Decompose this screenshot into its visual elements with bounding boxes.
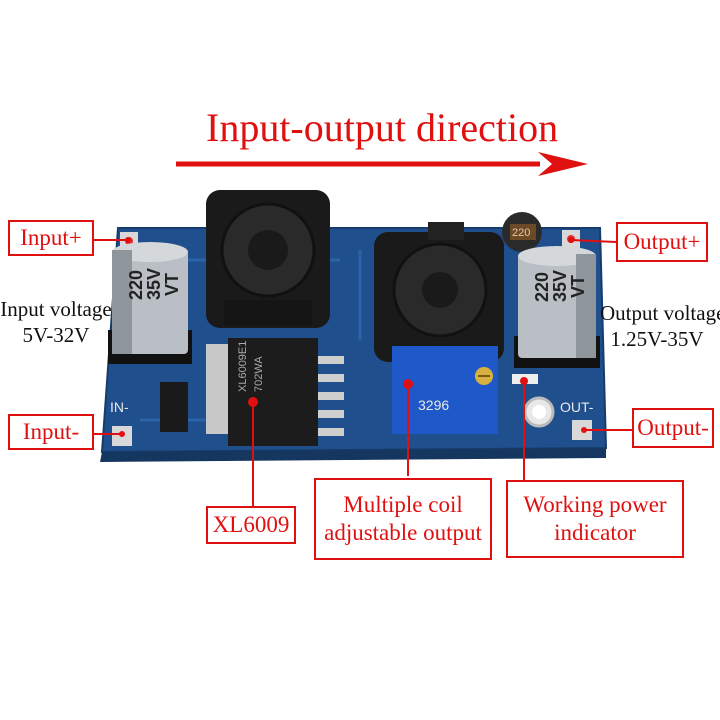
callout-indicator-line2: indicator [554, 520, 636, 545]
diagram-title: Input-output direction [206, 105, 559, 150]
trimpot [392, 346, 498, 434]
callout-xl6009: XL6009 [206, 506, 296, 544]
leader-lines [92, 239, 632, 506]
smd-diode-left [160, 382, 188, 432]
input-voltage-note: Input voltage 5V-32V [0, 296, 112, 348]
output-voltage-note: Output voltage 1.25V-35V [600, 300, 720, 352]
cap-left-value: 220 [126, 270, 146, 300]
small-inductor-text: 220 [512, 227, 530, 239]
callout-output-plus: Output+ [616, 222, 708, 262]
direction-arrow [176, 152, 588, 176]
input-voltage-label: Input voltage [0, 297, 112, 321]
cap-right-series: VT [568, 275, 588, 298]
cap-left-series: VT [162, 273, 182, 296]
silk-in-minus: IN- [110, 399, 129, 415]
silk-out-minus: OUT- [560, 399, 594, 415]
callout-coil-line2: adjustable output [324, 520, 482, 545]
output-voltage-label: Output voltage [600, 301, 720, 325]
capacitor-right [514, 246, 600, 368]
small-diode-top [428, 222, 464, 240]
callout-input-minus: Input- [8, 414, 94, 450]
inductor-right [374, 232, 504, 362]
capacitor-left [108, 242, 192, 364]
callout-indicator-line1: Working power [523, 492, 667, 517]
xl6009-chip [206, 338, 344, 446]
callout-working-indicator: Working power indicator [506, 480, 684, 558]
chip-text-2: 702WA [253, 356, 265, 392]
callout-multiple-coil: Multiple coil adjustable output [314, 478, 492, 560]
trimpot-text: 3296 [418, 397, 449, 413]
callout-input-plus: Input+ [8, 220, 94, 256]
callout-coil-line1: Multiple coil [343, 492, 463, 517]
cap-right-voltage: 35V [550, 270, 570, 302]
cap-left-voltage: 35V [144, 268, 164, 300]
cap-right-value: 220 [532, 272, 552, 302]
inductor-left [206, 190, 330, 328]
callout-output-minus: Output- [632, 408, 714, 448]
small-inductor [502, 212, 542, 252]
input-voltage-range: 5V-32V [22, 323, 90, 347]
output-voltage-range: 1.25V-35V [610, 327, 704, 351]
chip-text-1: XL6009E1 [237, 341, 249, 392]
